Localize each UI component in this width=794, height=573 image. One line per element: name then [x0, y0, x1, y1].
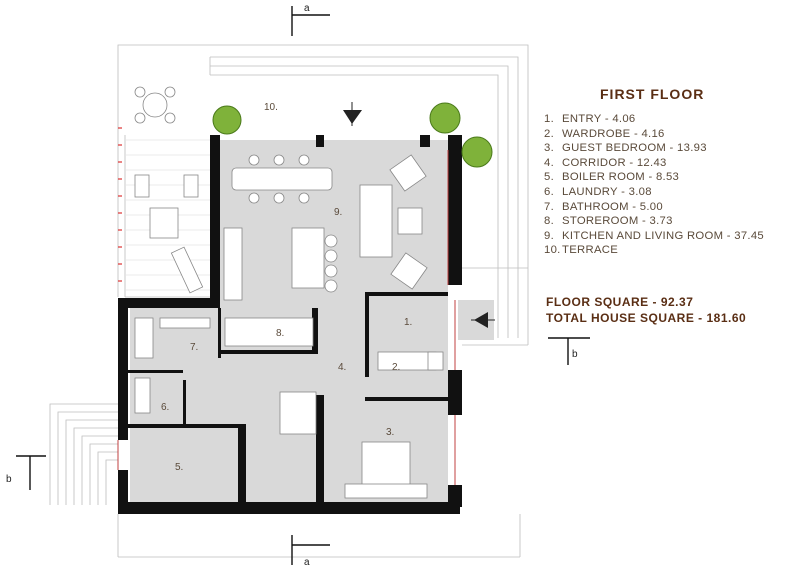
- room-list-number: 5.: [544, 171, 555, 184]
- windows: [117, 150, 456, 485]
- room-list-number: 10.: [544, 244, 561, 257]
- room-list-label: KITCHEN AND LIVING ROOM - 37.45: [562, 229, 765, 242]
- room-list-label: GUEST BEDROOM - 13.93: [562, 142, 707, 155]
- room-legend: FIRST FLOOR 1. ENTRY - 4.06 2. WARDROBE - 4…: [544, 86, 794, 258]
- room-list-item: 3. GUEST BEDROOM - 13.93: [544, 141, 794, 156]
- room-list-item: 6. LAUNDRY - 3.08: [544, 185, 794, 200]
- legend-title: FIRST FLOOR: [600, 86, 705, 102]
- terrace-outline: [117, 44, 529, 346]
- room-list-number: 8.: [544, 215, 555, 228]
- terrace-railing: [118, 127, 122, 282]
- room-list-number: 6.: [544, 185, 555, 198]
- room-numbers: 10. 9. 8. 7. 6. 5. 4. 3. 2. 1.: [161, 102, 412, 473]
- room-list-item: 8. STOREROOM - 3.73: [544, 214, 794, 229]
- room-list-number: 3.: [544, 142, 555, 155]
- room-number-2: 2.: [392, 362, 400, 373]
- plants: [212, 102, 493, 168]
- section-b-right-label: b: [572, 349, 578, 360]
- room-list-number: 2.: [544, 127, 555, 140]
- room-list-label: CORRIDOR - 12.43: [562, 156, 667, 169]
- room-list-item: 1. ENTRY - 4.06: [544, 112, 794, 127]
- furniture: [134, 86, 444, 499]
- room-number-10: 10.: [264, 102, 278, 113]
- room-list-number: 4.: [544, 156, 555, 169]
- room-list-item: 2. WARDROBE - 4.16: [544, 127, 794, 142]
- room-list-number: 1.: [544, 113, 555, 125]
- room-number-5: 5.: [175, 462, 183, 473]
- section-a-top-label: a: [304, 3, 310, 14]
- room-list-label: BATHROOM - 5.00: [562, 200, 663, 213]
- section-a-bottom-label: a: [304, 557, 310, 568]
- room-list: 1. ENTRY - 4.06 2. WARDROBE - 4.16 3. GUEST B…: [544, 112, 794, 258]
- left-steps: [49, 403, 118, 505]
- bottom-ground: [117, 514, 521, 558]
- room-list-label: LAUNDRY - 3.08: [562, 185, 652, 198]
- room-list-item: 5. BOILER ROOM - 8.53: [544, 170, 794, 185]
- room-list-number: 9.: [544, 229, 555, 242]
- room-list-label: BOILER ROOM - 8.53: [562, 171, 680, 184]
- walls: [118, 135, 462, 514]
- room-list-label: STOREROOM - 3.73: [562, 215, 673, 228]
- area-totals: FLOOR SQUARE - 92.37 TOTAL HOUSE SQUARE …: [546, 294, 746, 326]
- room-list-item: 7. BATHROOM - 5.00: [544, 200, 794, 215]
- total-house-square: TOTAL HOUSE SQUARE - 181.60: [546, 311, 747, 325]
- room-number-7: 7.: [190, 342, 198, 353]
- room-number-6: 6.: [161, 402, 169, 413]
- section-marks: [16, 6, 590, 565]
- room-list-label: ENTRY - 4.06: [562, 113, 636, 125]
- room-number-3: 3.: [386, 427, 394, 438]
- room-list-label: WARDROBE - 4.16: [562, 127, 665, 140]
- room-number-4: 4.: [338, 362, 346, 373]
- section-labels: a a b b: [6, 3, 578, 568]
- room-list-label: TERRACE: [562, 244, 619, 257]
- room-list-item: 10.TERRACE: [544, 243, 794, 258]
- room-list-number: 7.: [544, 200, 555, 213]
- room-list-item: 9. KITCHEN AND LIVING ROOM - 37.45: [544, 229, 794, 244]
- room-number-9: 9.: [334, 207, 342, 218]
- room-number-1: 1.: [404, 317, 412, 328]
- room-number-8: 8.: [276, 328, 284, 339]
- entrance-arrow-icon: [343, 102, 495, 328]
- floor-square: FLOOR SQUARE - 92.37: [546, 295, 694, 309]
- room-list-item: 4. CORRIDOR - 12.43: [544, 156, 794, 171]
- section-b-left-label: b: [6, 474, 12, 485]
